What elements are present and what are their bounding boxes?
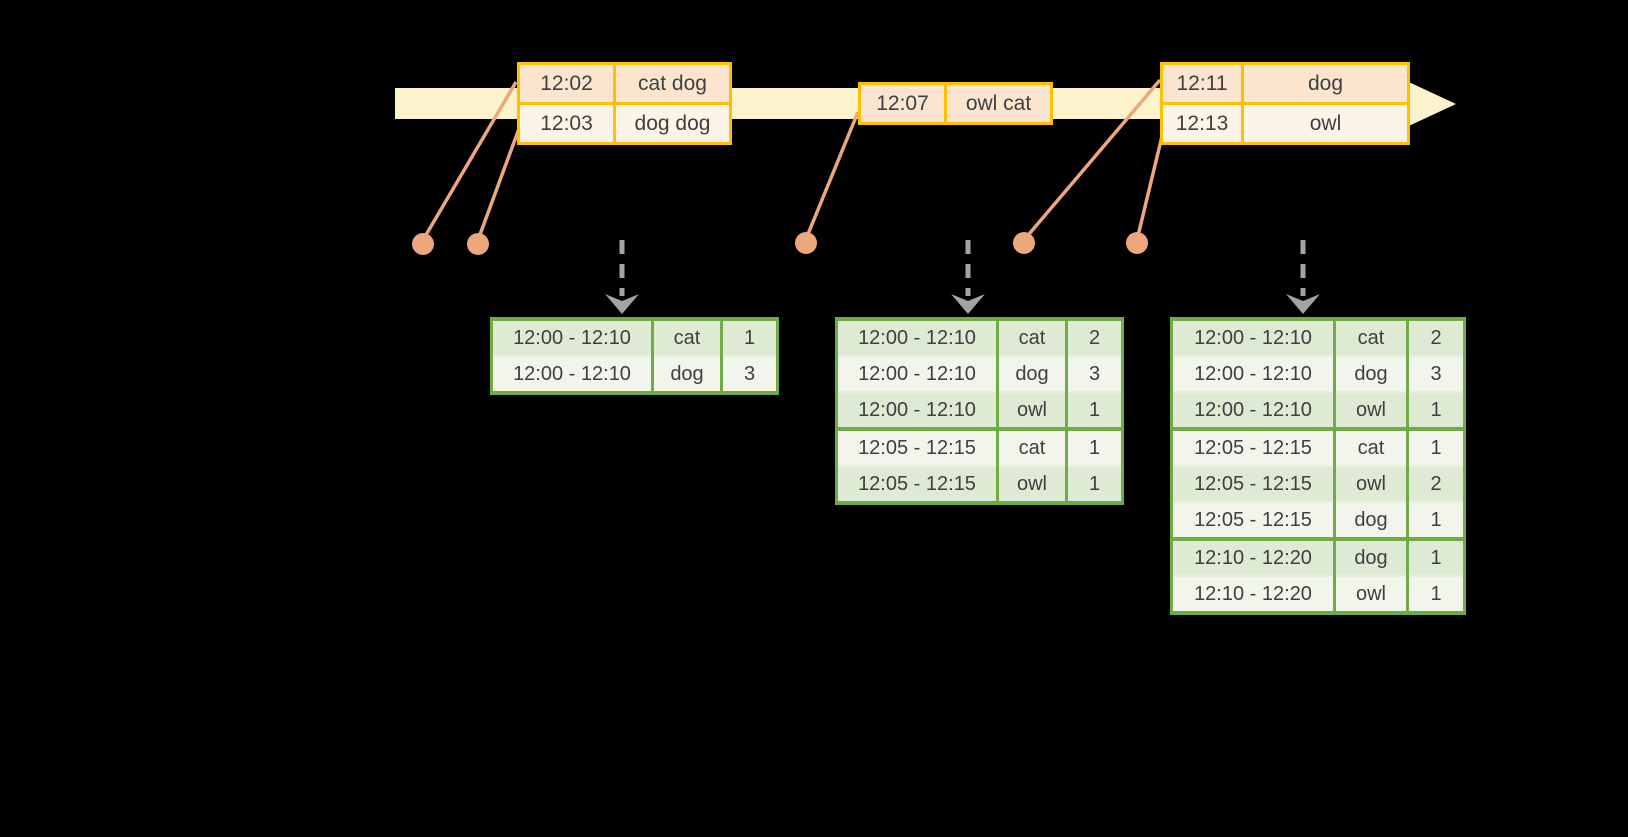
result-row: 12:05 - 12:15 owl 1 (835, 465, 1124, 505)
event-table-2: 12:07 owl cat (858, 82, 1053, 125)
count-cell: 3 (1406, 355, 1466, 393)
event-time-cell: 12:11 (1160, 62, 1244, 105)
count-cell: 1 (1406, 391, 1466, 430)
window-cell: 12:05 - 12:15 (1170, 465, 1336, 503)
result-table-3: 12:00 - 12:10 cat 2 12:00 - 12:10 dog 3 … (1170, 317, 1466, 615)
event-dot (1013, 232, 1035, 254)
count-cell: 1 (720, 317, 779, 357)
result-row: 12:00 - 12:10 dog 3 (1170, 355, 1466, 393)
window-cell: 12:00 - 12:10 (835, 317, 999, 357)
arrow-down-icon (951, 294, 985, 314)
word-cell: dog (996, 355, 1068, 393)
result-table-1: 12:00 - 12:10 cat 1 12:00 - 12:10 dog 3 (490, 317, 779, 395)
window-cell: 12:00 - 12:10 (835, 391, 999, 430)
window-cell: 12:05 - 12:15 (835, 427, 999, 467)
window-cell: 12:10 - 12:20 (1170, 537, 1336, 577)
result-row: 12:10 - 12:20 dog 1 (1170, 537, 1466, 577)
result-row: 12:05 - 12:15 cat 1 (835, 427, 1124, 467)
result-row: 12:00 - 12:10 cat 1 (490, 317, 779, 357)
word-cell: owl (1333, 575, 1409, 615)
window-cell: 12:00 - 12:10 (1170, 355, 1336, 393)
window-cell: 12:00 - 12:10 (835, 355, 999, 393)
count-cell: 1 (1065, 427, 1124, 467)
event-words-cell: dog dog (613, 102, 732, 145)
count-cell: 1 (1406, 537, 1466, 577)
result-row: 12:10 - 12:20 owl 1 (1170, 575, 1466, 615)
word-cell: cat (651, 317, 723, 357)
trigger-arrow-lines (619, 240, 1306, 296)
result-row: 12:05 - 12:15 dog 1 (1170, 501, 1466, 540)
window-cell: 12:00 - 12:10 (490, 355, 654, 395)
result-table-2: 12:00 - 12:10 cat 2 12:00 - 12:10 dog 3 … (835, 317, 1124, 505)
window-cell: 12:05 - 12:15 (835, 465, 999, 505)
result-row: 12:05 - 12:15 owl 2 (1170, 465, 1466, 503)
count-cell: 3 (720, 355, 779, 395)
event-row: 12:13 owl (1160, 102, 1410, 145)
word-cell: owl (1333, 391, 1409, 430)
result-row: 12:00 - 12:10 owl 1 (1170, 391, 1466, 430)
word-cell: dog (1333, 537, 1409, 577)
event-time-cell: 12:03 (517, 102, 616, 145)
count-cell: 2 (1406, 317, 1466, 357)
count-cell: 1 (1406, 575, 1466, 615)
event-time-cell: 12:07 (858, 82, 947, 125)
event-connector (804, 111, 860, 240)
word-cell: owl (996, 391, 1068, 430)
event-words-cell: dog (1241, 62, 1410, 105)
window-cell: 12:00 - 12:10 (1170, 391, 1336, 430)
word-cell: owl (996, 465, 1068, 505)
arrow-down-icon (605, 294, 639, 314)
event-row: 12:11 dog (1160, 62, 1410, 105)
count-cell: 1 (1065, 465, 1124, 505)
word-cell: cat (1333, 317, 1409, 357)
window-cell: 12:05 - 12:15 (1170, 501, 1336, 540)
event-dot (795, 232, 817, 254)
trigger-arrowheads (605, 294, 1320, 314)
word-cell: cat (996, 317, 1068, 357)
count-cell: 1 (1406, 427, 1466, 467)
event-row: 12:02 cat dog (517, 62, 732, 105)
event-connector (476, 125, 522, 241)
event-row: 12:03 dog dog (517, 102, 732, 145)
count-cell: 2 (1406, 465, 1466, 503)
word-cell: dog (651, 355, 723, 395)
event-dot (467, 233, 489, 255)
window-cell: 12:00 - 12:10 (1170, 317, 1336, 357)
word-cell: cat (996, 427, 1068, 467)
event-table-3: 12:11 dog 12:13 owl (1160, 62, 1410, 145)
event-words-cell: owl (1241, 102, 1410, 145)
event-words-cell: cat dog (613, 62, 732, 105)
event-dot (1126, 232, 1148, 254)
count-cell: 2 (1065, 317, 1124, 357)
event-time-cell: 12:02 (517, 62, 616, 105)
word-cell: cat (1333, 427, 1409, 467)
event-table-1: 12:02 cat dog 12:03 dog dog (517, 62, 732, 145)
window-cell: 12:05 - 12:15 (1170, 427, 1336, 467)
event-time-cell: 12:13 (1160, 102, 1244, 145)
count-cell: 1 (1065, 391, 1124, 430)
result-row: 12:00 - 12:10 cat 2 (835, 317, 1124, 357)
result-row: 12:00 - 12:10 dog 3 (835, 355, 1124, 393)
window-cell: 12:00 - 12:10 (490, 317, 654, 357)
result-row: 12:00 - 12:10 cat 2 (1170, 317, 1466, 357)
arrow-down-icon (1286, 294, 1320, 314)
event-words-cell: owl cat (944, 82, 1053, 125)
word-cell: dog (1333, 355, 1409, 393)
result-row: 12:00 - 12:10 owl 1 (835, 391, 1124, 430)
count-cell: 3 (1065, 355, 1124, 393)
event-dot (412, 233, 434, 255)
event-dots (412, 232, 1148, 255)
result-row: 12:05 - 12:15 cat 1 (1170, 427, 1466, 467)
result-row: 12:00 - 12:10 dog 3 (490, 355, 779, 395)
word-cell: owl (1333, 465, 1409, 503)
event-row: 12:07 owl cat (858, 82, 1053, 125)
count-cell: 1 (1406, 501, 1466, 540)
word-cell: dog (1333, 501, 1409, 540)
window-cell: 12:10 - 12:20 (1170, 575, 1336, 615)
